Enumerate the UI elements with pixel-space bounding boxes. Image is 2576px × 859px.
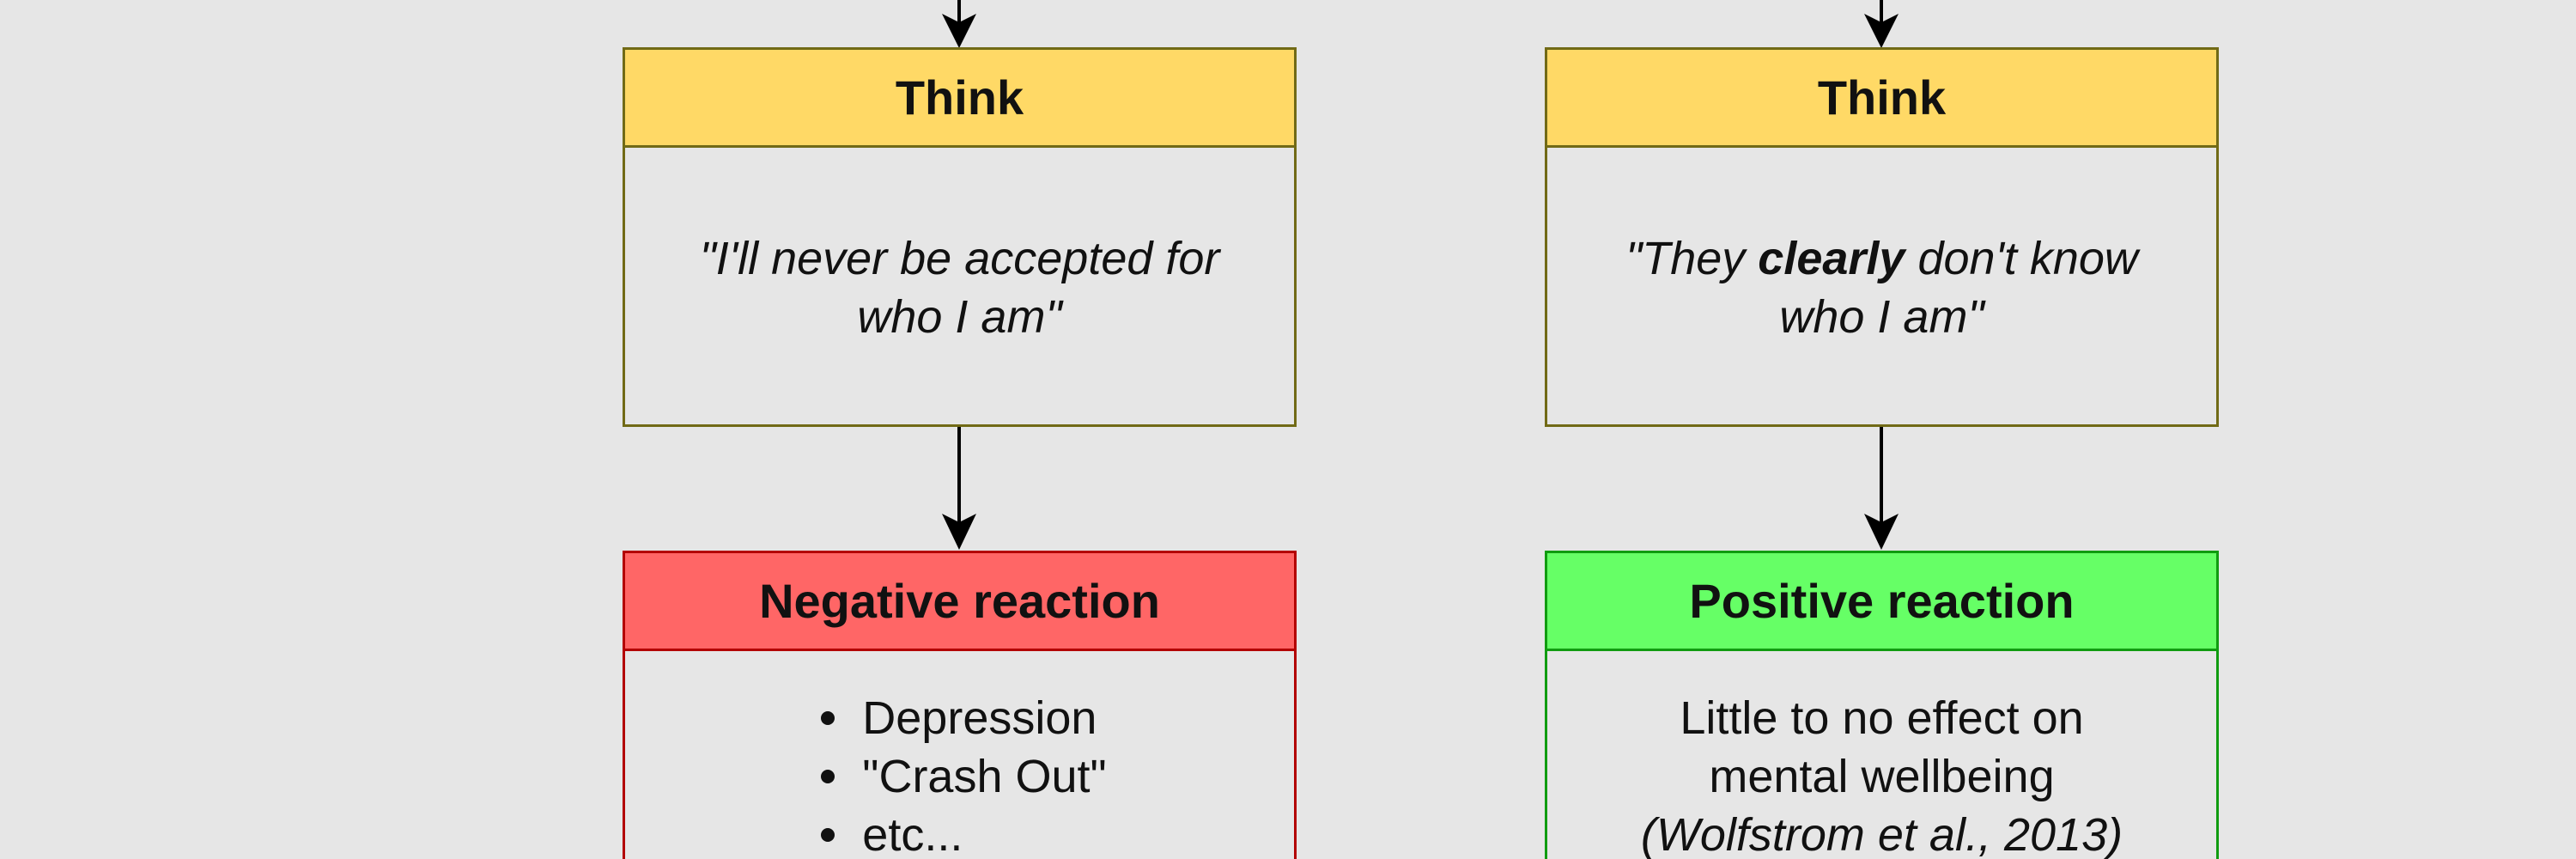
left-think-box: Think "I'll never be accepted for who I … <box>623 47 1297 427</box>
positive-reaction-line-2: mental wellbeing <box>1709 751 2055 802</box>
right-think-quote-text: "They clearly don't know who I am" <box>1582 229 2182 346</box>
bullet-dot-icon <box>821 828 835 842</box>
left-think-quote: "I'll never be accepted for who I am" <box>625 148 1294 427</box>
positive-reaction-body: Little to no effect on mental wellbeing … <box>1547 651 2216 859</box>
right-think-header: Think <box>1547 50 2216 148</box>
right-think-quote-after: don't know who I am" <box>1779 232 2138 343</box>
right-think-quote-emphasis: clearly <box>1758 232 1905 284</box>
positive-reaction-line-1: Little to no effect on <box>1680 692 2084 744</box>
list-item-text: "Crash Out" <box>862 751 1107 802</box>
arrow-into-left-think <box>942 0 976 48</box>
list-item: Depression <box>812 689 1106 747</box>
bullet-dot-icon <box>821 711 835 725</box>
right-think-quote: "They clearly don't know who I am" <box>1547 148 2216 427</box>
negative-reaction-box: Negative reaction Depression "Crash Out"… <box>623 551 1297 859</box>
positive-reaction-box: Positive reaction Little to no effect on… <box>1545 551 2219 859</box>
negative-reaction-header: Negative reaction <box>625 553 1294 651</box>
list-item: etc... <box>812 806 1106 859</box>
right-think-box: Think "They clearly don't know who I am" <box>1545 47 2219 427</box>
arrow-into-right-think <box>1864 0 1899 48</box>
positive-reaction-header: Positive reaction <box>1547 553 2216 651</box>
arrow-think-to-negative-reaction <box>942 427 976 550</box>
negative-reaction-body: Depression "Crash Out" etc... <box>625 651 1294 859</box>
list-item-text: Depression <box>862 692 1097 744</box>
list-item-text: etc... <box>862 809 963 859</box>
arrow-think-to-positive-reaction <box>1864 427 1899 550</box>
right-think-quote-before: "They <box>1625 232 1759 284</box>
list-item: "Crash Out" <box>812 747 1107 806</box>
left-think-header: Think <box>625 50 1294 148</box>
left-think-quote-text: "I'll never be accepted for who I am" <box>699 232 1220 343</box>
bullet-dot-icon <box>821 770 835 783</box>
positive-reaction-citation: (Wolfstrom et al., 2013) <box>1640 809 2123 859</box>
negative-reaction-list: Depression "Crash Out" etc... <box>812 689 1107 859</box>
